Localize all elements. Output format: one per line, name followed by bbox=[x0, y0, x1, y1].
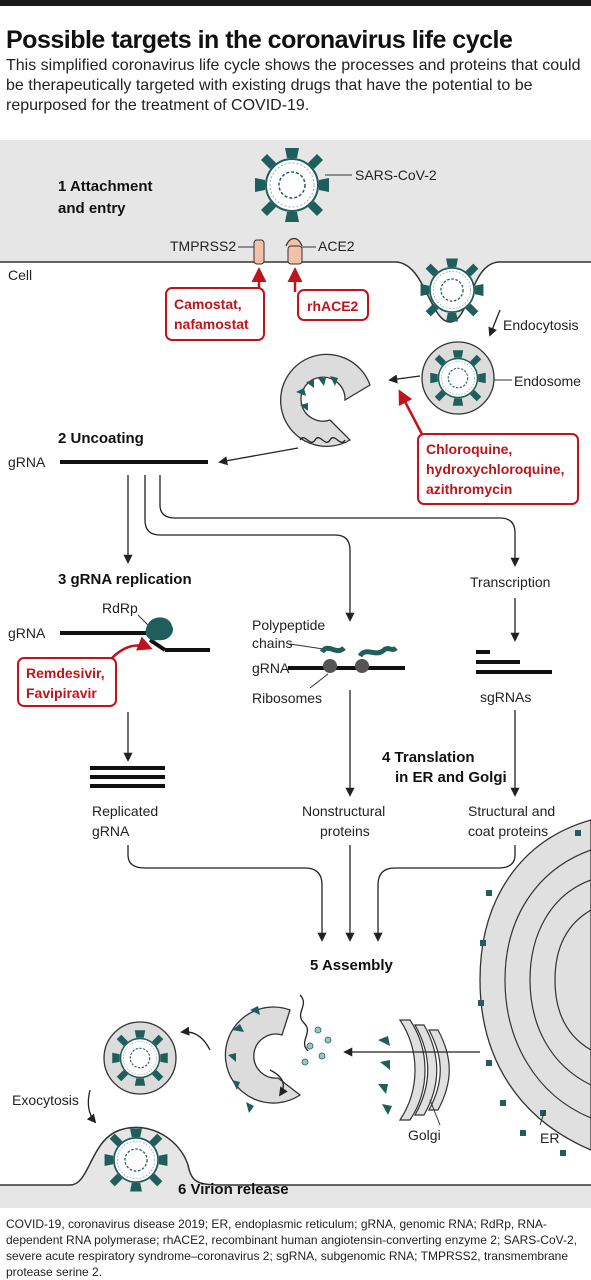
grna-replication-label: gRNA bbox=[8, 625, 46, 641]
ribosomes-label: Ribosomes bbox=[252, 690, 322, 706]
sgrnas-label: sgRNAs bbox=[480, 689, 531, 705]
drug-azithromycin: azithromycin bbox=[426, 481, 512, 497]
step-6-label: 6 Virion release bbox=[178, 1181, 289, 1198]
rdrp-enzyme bbox=[145, 617, 174, 641]
drug-camostat: Camostat, bbox=[174, 296, 242, 312]
remdesivir-box bbox=[17, 657, 117, 707]
grna-uncoating-label: gRNA bbox=[8, 454, 46, 470]
structural-label-line2: coat proteins bbox=[468, 823, 548, 839]
nonstructural-label-line2: proteins bbox=[320, 823, 370, 839]
step-1-label: 1 Attachment bbox=[58, 178, 152, 195]
page-subtitle: This simplified coronavirus life cycle s… bbox=[6, 57, 581, 114]
drug-chloroquine: Chloroquine, bbox=[426, 441, 512, 457]
er-label: ER bbox=[540, 1130, 559, 1146]
step-4-label: 4 Translation bbox=[382, 749, 475, 766]
ribosome-2 bbox=[355, 659, 369, 673]
ribosome-1 bbox=[323, 659, 337, 673]
drug-favipiravir: Favipiravir bbox=[26, 685, 97, 701]
cell-label: Cell bbox=[8, 267, 32, 283]
uncoating-endosome bbox=[280, 353, 371, 447]
virion-icon bbox=[254, 147, 330, 223]
replicated-label-line2: gRNA bbox=[92, 823, 130, 839]
virus-label: SARS-CoV-2 bbox=[355, 167, 437, 183]
tmprss2-receptor bbox=[253, 239, 265, 265]
assembly-vesicle bbox=[224, 1006, 302, 1104]
er-shape bbox=[479, 819, 591, 1151]
nonstructural-label: Nonstructural bbox=[302, 803, 385, 819]
endocytosis-label: Endocytosis bbox=[503, 317, 578, 333]
rhace2-box bbox=[297, 289, 369, 321]
step-3-label: 3 gRNA replication bbox=[58, 571, 192, 588]
transcription-label: Transcription bbox=[470, 574, 550, 590]
step-1-label-line2: and entry bbox=[58, 200, 126, 217]
polypeptide-label: Polypeptide bbox=[252, 617, 325, 633]
replicated-label: Replicated bbox=[92, 803, 158, 819]
page-title: Possible targets in the coronavirus life… bbox=[6, 26, 513, 54]
rdrp-label: RdRp bbox=[102, 600, 138, 616]
endosome-label: Endosome bbox=[514, 373, 581, 389]
step-4-label-line2: in ER and Golgi bbox=[395, 769, 507, 786]
footer-abbreviations: COVID-19, coronavirus disease 2019; ER, … bbox=[6, 1217, 577, 1279]
step-2-label: 2 Uncoating bbox=[58, 430, 144, 447]
endocytosed-virion bbox=[419, 257, 485, 323]
top-rule bbox=[0, 0, 591, 6]
ace2-label: ACE2 bbox=[318, 238, 355, 254]
drug-nafamostat: nafamostat bbox=[174, 316, 249, 332]
drug-hydroxychloroquine: hydroxychloroquine, bbox=[426, 461, 564, 477]
grna-translation-label: gRNA bbox=[252, 660, 290, 676]
golgi-shape bbox=[398, 1019, 450, 1121]
drug-rhace2: rhACE2 bbox=[307, 298, 359, 314]
polypeptide-label-line2: chains bbox=[252, 635, 292, 651]
chloroquine-box bbox=[417, 433, 579, 505]
structural-label: Structural and bbox=[468, 803, 555, 819]
released-virion bbox=[103, 1127, 169, 1193]
step-5-label: 5 Assembly bbox=[310, 957, 393, 974]
tmprss2-label: TMPRSS2 bbox=[170, 238, 236, 254]
exocytosis-label: Exocytosis bbox=[12, 1092, 79, 1108]
drug-remdesivir: Remdesivir, bbox=[26, 665, 105, 681]
camostat-box bbox=[165, 287, 265, 341]
golgi-label: Golgi bbox=[408, 1127, 441, 1143]
